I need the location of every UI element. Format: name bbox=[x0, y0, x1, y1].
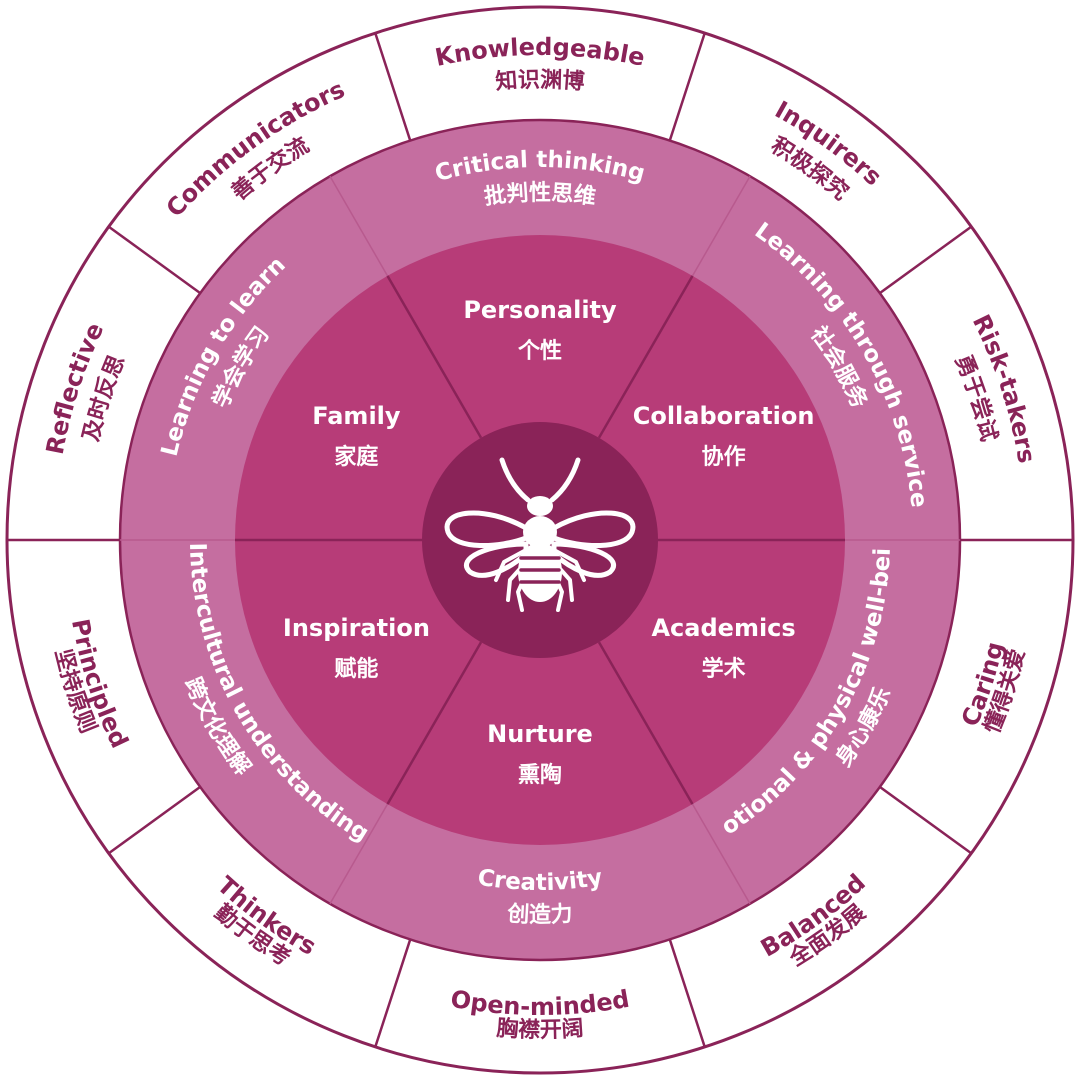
outer-ring-divider bbox=[108, 785, 201, 855]
inner-label-family-en: Family bbox=[312, 402, 401, 430]
inner-label-collaboration-en: Collaboration bbox=[633, 402, 815, 430]
inner-label-nurture-zh: 熏陶 bbox=[518, 762, 562, 788]
outer-ring-divider bbox=[668, 939, 706, 1048]
inner-label-inspiration-en: Inspiration bbox=[283, 614, 430, 642]
outer-ring-divider bbox=[374, 939, 412, 1048]
outer-ring-divider bbox=[668, 32, 706, 141]
middle-label-creativity-zh-path: 创造力 bbox=[506, 902, 574, 928]
bee-antenna bbox=[549, 457, 581, 503]
outer-ring-divider bbox=[879, 225, 972, 295]
middle-label-critical-thinking-zh: 批判性思维 bbox=[483, 181, 598, 210]
bee-wing bbox=[464, 541, 529, 578]
bee-leg bbox=[494, 548, 528, 582]
bee-thorax bbox=[523, 516, 557, 548]
inner-label-collaboration-zh: 协作 bbox=[702, 445, 746, 470]
inner-label-academics-en: Academics bbox=[651, 614, 795, 642]
bee-abdomen bbox=[518, 542, 562, 602]
bee-antenna bbox=[499, 457, 531, 503]
inner-ring-divider bbox=[597, 275, 694, 439]
middle-ring-divider bbox=[329, 803, 389, 905]
bee-icon bbox=[444, 457, 636, 612]
inner-label-nurture-en: Nurture bbox=[487, 720, 593, 748]
bee-head bbox=[527, 496, 553, 516]
middle-label-creativity-zh: 创造力 bbox=[506, 902, 574, 928]
middle-ring-divider bbox=[691, 803, 751, 905]
outer-ring-divider bbox=[879, 785, 972, 855]
outer-ring-divider bbox=[374, 32, 412, 141]
middle-ring-divider bbox=[329, 175, 389, 277]
inner-label-inspiration-zh: 赋能 bbox=[334, 656, 378, 682]
middle-ring-divider bbox=[691, 175, 751, 277]
outer-ring-divider bbox=[108, 225, 201, 295]
inner-label-personality-en: Personality bbox=[463, 296, 617, 324]
inner-label-personality-zh: 个性 bbox=[518, 339, 562, 364]
bee-leg bbox=[552, 548, 586, 582]
center-core bbox=[422, 422, 658, 658]
inner-ring-divider bbox=[386, 641, 483, 805]
inner-label-academics-zh: 学术 bbox=[702, 656, 746, 682]
inner-ring-divider bbox=[386, 275, 483, 439]
bee-wing bbox=[551, 541, 616, 578]
inner-label-family-zh: 家庭 bbox=[334, 444, 378, 470]
inner-ring-divider bbox=[597, 641, 694, 805]
middle-label-critical-thinking-zh-path: 批判性思维 bbox=[483, 181, 598, 210]
